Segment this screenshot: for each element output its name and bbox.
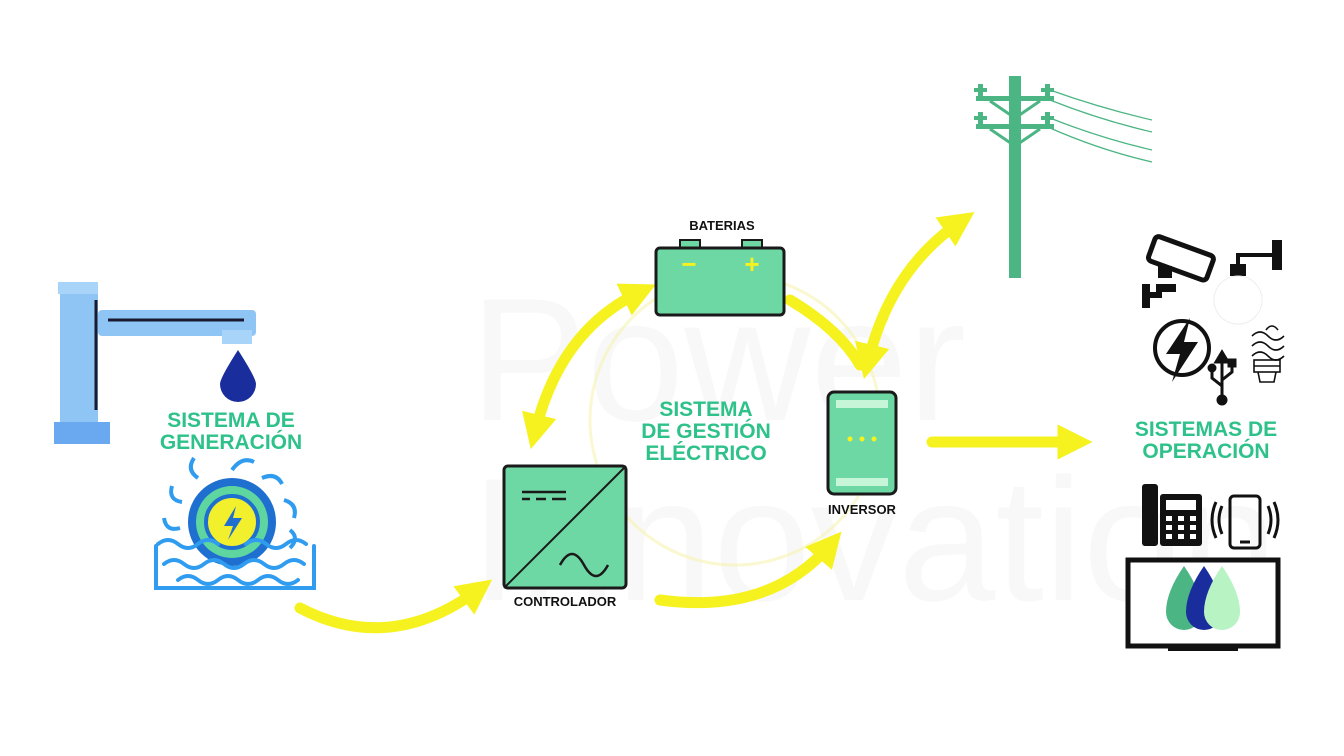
lightning-icon	[1153, 318, 1211, 382]
battery-icon: − +	[654, 239, 786, 317]
management-label-line2: DE GESTIÓN	[641, 420, 771, 443]
batteries-label: BATERIAS	[689, 218, 755, 233]
inverter-icon	[826, 390, 898, 496]
smartphone-icon	[1210, 494, 1280, 550]
arrow-controller-battery	[522, 283, 656, 450]
management-label-line3: ELÉCTRICO	[645, 442, 767, 465]
faucet-icon	[54, 282, 256, 444]
tv-icon	[1125, 557, 1281, 651]
generation-label-line2: GENERACIÓN	[159, 431, 303, 454]
flow-arrows	[294, 212, 1093, 634]
cfl-bulb-icon	[1251, 325, 1285, 383]
battery-minus: −	[681, 249, 696, 279]
controller-icon	[502, 464, 628, 590]
management-label: SISTEMA DE GESTIÓN ELÉCTRICO	[616, 399, 796, 465]
management-label-line1: SISTEMA	[659, 398, 753, 421]
inverter-label: INVERSOR	[828, 502, 896, 517]
power-pole-icon	[974, 76, 1153, 278]
wall-lamp-icon	[1213, 240, 1282, 325]
water-drop-icon	[220, 350, 256, 402]
arrow-controller-to-inverter	[654, 531, 842, 609]
generation-label: SISTEMA DE GENERACIÓN	[146, 410, 316, 454]
usb-icon	[1207, 349, 1237, 406]
battery-plus: +	[744, 249, 759, 279]
security-camera-icon	[1142, 234, 1216, 308]
arrow-inverter-grid	[854, 212, 975, 380]
generation-label-line1: SISTEMA DE	[167, 409, 295, 432]
operation-label-line1: SISTEMAS DE	[1134, 418, 1278, 441]
desk-phone-icon	[1142, 484, 1202, 546]
arrow-generation-to-controller	[294, 579, 493, 634]
operation-label-line2: OPERACIÓN	[1142, 440, 1270, 463]
water-turbine-icon	[154, 456, 316, 590]
operation-label: SISTEMAS DE OPERACIÓN	[1116, 419, 1296, 463]
controller-label: CONTROLADOR	[513, 594, 617, 609]
